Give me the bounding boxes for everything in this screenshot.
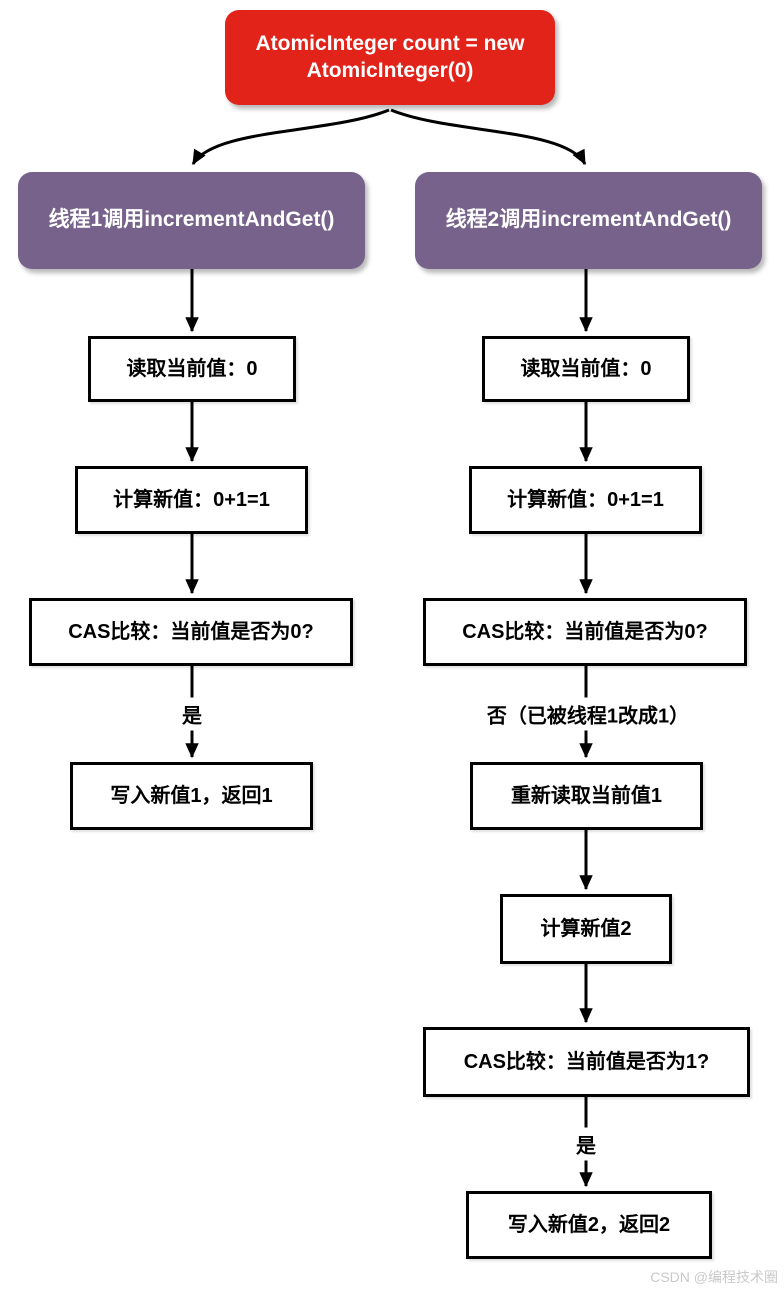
node-right-reread-value: 重新读取当前值1 — [470, 762, 703, 830]
node-right-compute-value-2: 计算新值2 — [500, 894, 672, 964]
edge-label-right-yes: 是 — [570, 1127, 602, 1161]
node-right-cas-compare-1: CAS比较：当前值是否为0? — [423, 598, 747, 666]
edge-root-to-thread2 — [390, 108, 587, 166]
node-left-write-value: 写入新值1，返回1 — [70, 762, 313, 830]
node-right-cas-compare-2: CAS比较：当前值是否为1? — [423, 1027, 750, 1097]
node-left-compute-value: 计算新值：0+1=1 — [75, 466, 308, 534]
edge-root-to-thread1 — [191, 108, 390, 166]
watermark: CSDN @编程技术圈 — [650, 1269, 778, 1285]
node-root-atomicinteger: AtomicInteger count = new AtomicInteger(… — [225, 10, 555, 105]
node-thread2: 线程2调用incrementAndGet() — [415, 172, 762, 269]
node-thread1: 线程1调用incrementAndGet() — [18, 172, 365, 269]
edge-label-right-no: 否（已被线程1改成1） — [480, 697, 696, 731]
node-right-compute-value: 计算新值：0+1=1 — [469, 466, 702, 534]
edge-label-left-yes: 是 — [176, 697, 208, 731]
node-right-read-value: 读取当前值：0 — [482, 336, 690, 402]
node-left-cas-compare: CAS比较：当前值是否为0? — [29, 598, 353, 666]
node-right-write-value: 写入新值2，返回2 — [466, 1191, 712, 1259]
node-left-read-value: 读取当前值：0 — [88, 336, 296, 402]
